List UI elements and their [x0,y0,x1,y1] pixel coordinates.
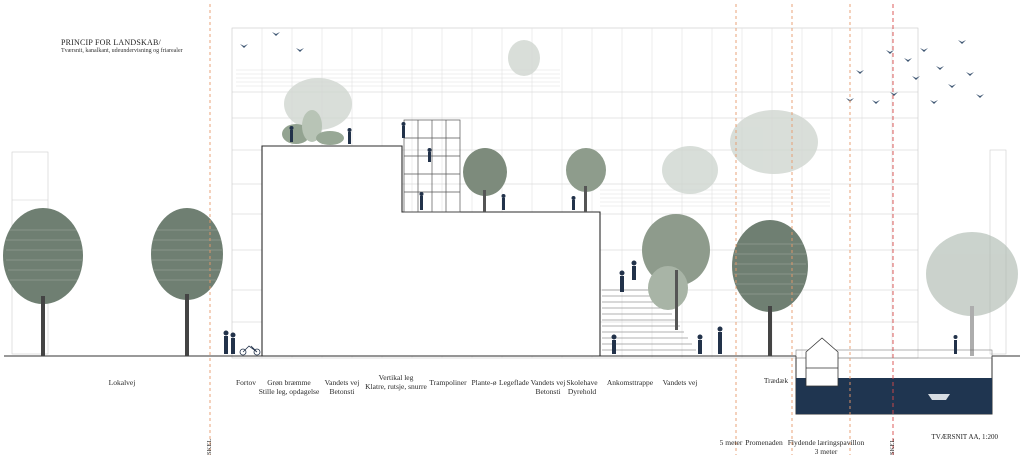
label-vandets-vej-b-line2: Betonsti [535,387,561,396]
label-flydende: Flydende læringspavillon 3 meter [788,438,864,456]
label-vandets-vej-c: Vandets vej [662,378,698,387]
people-figures [223,122,958,354]
label-vertikal-leg-line1: Vertikal leg [378,373,414,382]
label-5-meter: 5 meter [719,438,743,447]
background-tree-right [926,232,1018,356]
section-scale-label: TVÆRSNIT AA, 1:200 [931,433,998,441]
arrival-stairs [602,289,696,351]
street-tree-left-1 [3,208,83,356]
label-traedaek: Trædæk [763,376,789,385]
label-skel-right: SKEL [889,438,896,455]
label-skolehave-line1: Skolehave [566,378,598,387]
diagram-subtitle: Tværsnit, kanalkant, udeundervisning og … [61,48,183,54]
background-trees [284,40,818,194]
roof-plant-island [463,148,606,212]
label-promenaden: Promenaden [745,438,783,447]
vertical-play-frame [403,119,461,213]
balcony-hatch [236,69,830,207]
roof-garden [282,110,344,145]
label-gron-bramme-line1: Grøn bræmme [267,378,311,387]
label-vertikal-leg-line2: Klatre, rutsje, snurre [365,382,427,391]
bird-flock [240,32,984,104]
label-gron-bramme-line2: Stille leg, opdagelse [258,387,320,396]
label-vandets-vej-a-line2: Betonsti [329,387,355,396]
stair-tree [642,214,710,330]
label-flydende-line2: 3 meter [814,447,838,456]
label-vandets-vej-b: Vandets vej Betonsti [531,378,566,396]
label-plante-o: Plante-ø [471,378,497,387]
label-vandets-vej-b-line1: Vandets vej [530,378,566,387]
bicycle [239,345,261,356]
label-gron-bramme: Grøn bræmme Stille leg, opdagelse [259,378,320,396]
label-fortov: Fortov [235,378,257,387]
boat [928,394,950,400]
label-vandets-vej-a: Vandets vej Betonsti [325,378,360,396]
label-vandets-vej-a-line1: Vandets vej [324,378,360,387]
label-ankomsttrappe: Ankomsttrappe [606,378,654,387]
label-skolehave-line2: Dyrehold [567,387,597,396]
diagram-title: PRINCIP FOR LANDSKAB/ [61,38,161,47]
label-skolehave: Skolehave Dyrehold [566,378,597,396]
building-section-cut [261,145,601,357]
street-tree-left-2 [151,208,223,356]
floating-pavilion [805,337,839,387]
label-lokalvej: Lokalvej [108,378,136,387]
label-vertikal-leg: Vertikal leg Klatre, rutsje, snurre [365,373,427,391]
tree-hatching [6,229,806,295]
label-flydende-line1: Flydende læringspavillon [787,438,865,447]
label-skel-left: SKEL [206,438,213,455]
label-trampoliner: Trampoliner [429,378,467,387]
label-legeflade: Legeflade [499,378,529,387]
promenade-tree [732,220,808,356]
